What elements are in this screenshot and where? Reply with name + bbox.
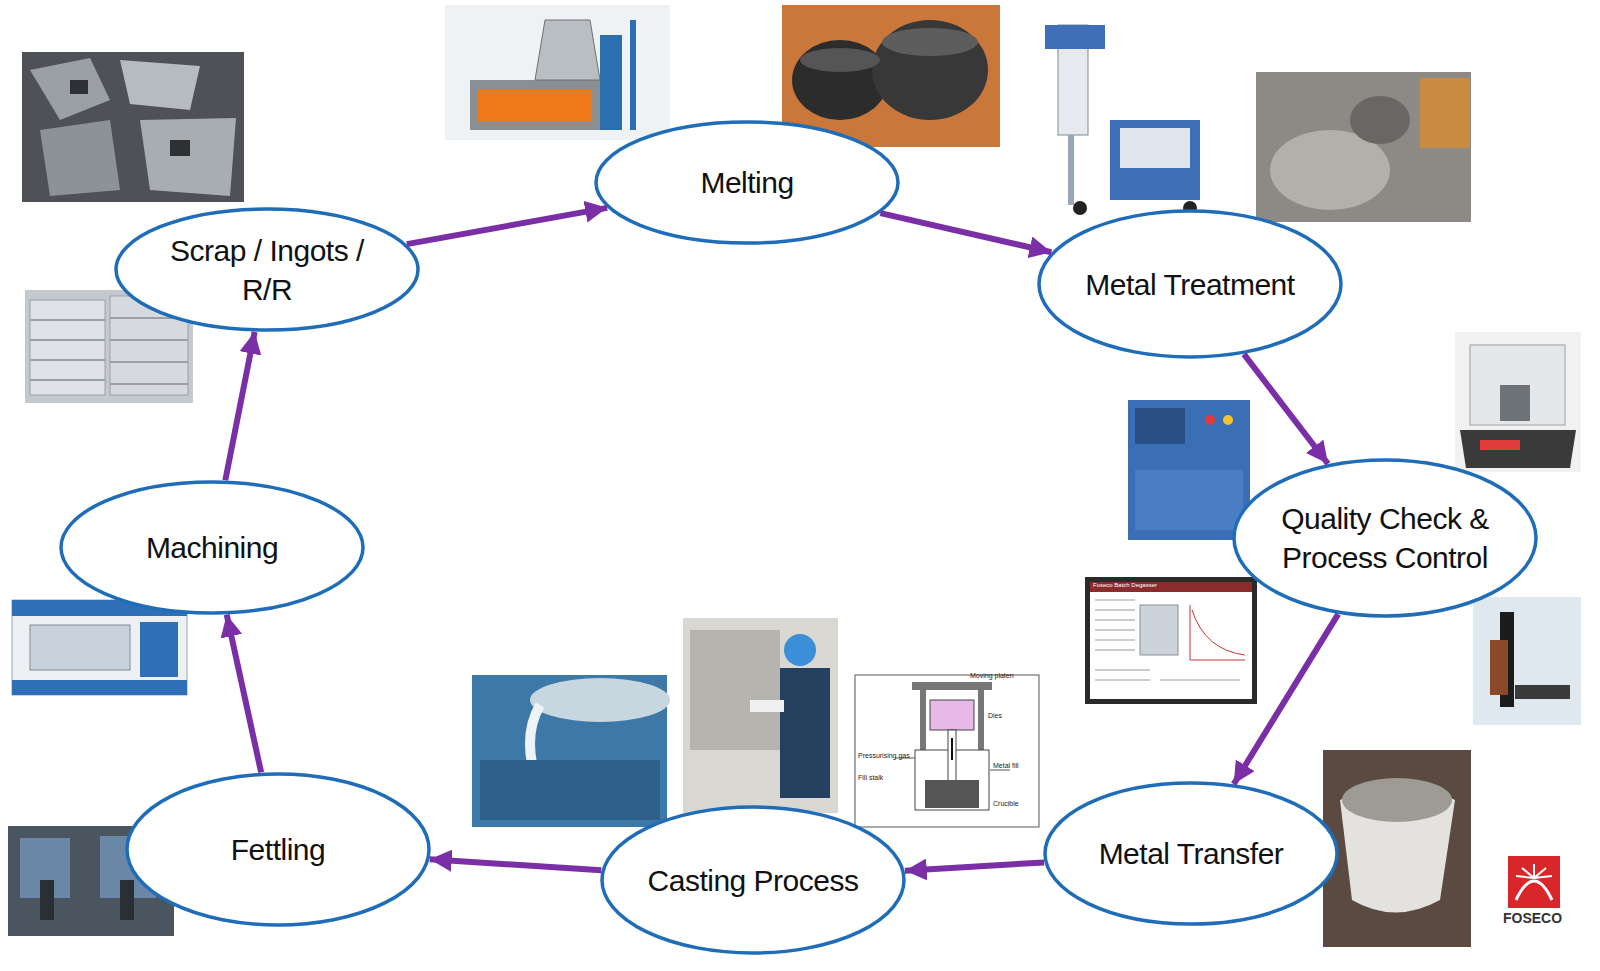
node-texts: Melting xyxy=(700,163,793,202)
foseco-logo xyxy=(1508,856,1560,908)
node-label: Melting xyxy=(700,163,793,202)
annotation-label: Fill stalk xyxy=(858,774,883,781)
flow-arrow xyxy=(225,332,254,480)
process-ellipse: Casting Process xyxy=(600,805,906,955)
node-texts: Casting Process xyxy=(648,861,859,900)
process-ellipse: Scrap / Ingots / R/R xyxy=(114,207,420,332)
annotation-label: Moving platen xyxy=(970,672,1014,679)
test-cabinet xyxy=(1128,400,1250,540)
low-pressure-schematic xyxy=(855,675,1039,827)
node-label: Metal Treatment xyxy=(1085,265,1294,304)
ellipse-outline xyxy=(114,207,420,332)
node-texts: Machining xyxy=(146,528,278,567)
annotation-label: Pressurising gas xyxy=(858,752,910,759)
ellipse-shape xyxy=(596,122,898,243)
ellipse-shape xyxy=(61,482,363,613)
furnace-drawing xyxy=(445,5,670,140)
node-texts: Metal Transfer xyxy=(1099,834,1284,873)
node-label: Fettling xyxy=(231,830,325,869)
annotation-label: Dies xyxy=(988,712,1002,719)
test-mould xyxy=(1473,597,1581,725)
pouring-photo xyxy=(472,675,670,827)
flux-photo xyxy=(1256,72,1471,222)
ellipse-shape xyxy=(602,807,904,953)
process-ellipse: Quality Check & Process Control xyxy=(1232,458,1538,618)
annotation-label: Crucible xyxy=(993,800,1019,807)
node-label: Casting Process xyxy=(648,861,859,900)
node-texts: Metal Treatment xyxy=(1085,265,1294,304)
flow-arrow xyxy=(880,213,1051,252)
software-screenshot xyxy=(1085,577,1257,704)
ellipse-shape xyxy=(1039,211,1341,357)
ellipse-outline xyxy=(1232,458,1538,618)
operator-photo xyxy=(683,618,838,813)
node-texts: Fettling xyxy=(231,830,325,869)
ellipse-shape xyxy=(127,774,429,925)
ladle-photo xyxy=(1323,750,1471,947)
flow-arrow xyxy=(1244,354,1328,464)
process-ellipse: Machining xyxy=(59,480,365,615)
process-ellipse: Fettling xyxy=(125,772,431,927)
process-ellipse: Metal Transfer xyxy=(1043,781,1339,926)
cnc-lathe xyxy=(12,600,187,695)
annotation-label: Foseco Batch Degasser xyxy=(1093,582,1157,588)
node-label: Scrap / Ingots / R/R xyxy=(147,231,387,309)
annotation-label: FOSECO xyxy=(1503,910,1562,926)
degassing-unit xyxy=(1045,25,1200,215)
flow-arrow xyxy=(1234,614,1338,784)
scrap-photo xyxy=(22,52,244,202)
process-ellipse: Melting xyxy=(594,120,900,245)
ellipse-shape xyxy=(1234,460,1536,616)
annotation-label: Metal fill xyxy=(993,762,1019,769)
flow-arrow xyxy=(905,862,1044,870)
flow-arrow xyxy=(407,208,607,244)
node-texts: Scrap / Ingots / R/R xyxy=(147,231,387,309)
node-label: Quality Check & Process Control xyxy=(1255,499,1515,577)
crucibles-photo xyxy=(782,5,1000,147)
node-texts: Quality Check & Process Control xyxy=(1255,499,1515,577)
balance-instrument xyxy=(1455,332,1581,472)
flow-arrow xyxy=(430,859,602,870)
node-label: Metal Transfer xyxy=(1099,834,1284,873)
ellipse-shape xyxy=(116,209,418,330)
ellipse-shape xyxy=(1045,783,1337,924)
process-ellipse: Metal Treatment xyxy=(1037,209,1343,359)
node-label: Machining xyxy=(146,528,278,567)
flow-arrow xyxy=(227,615,261,773)
